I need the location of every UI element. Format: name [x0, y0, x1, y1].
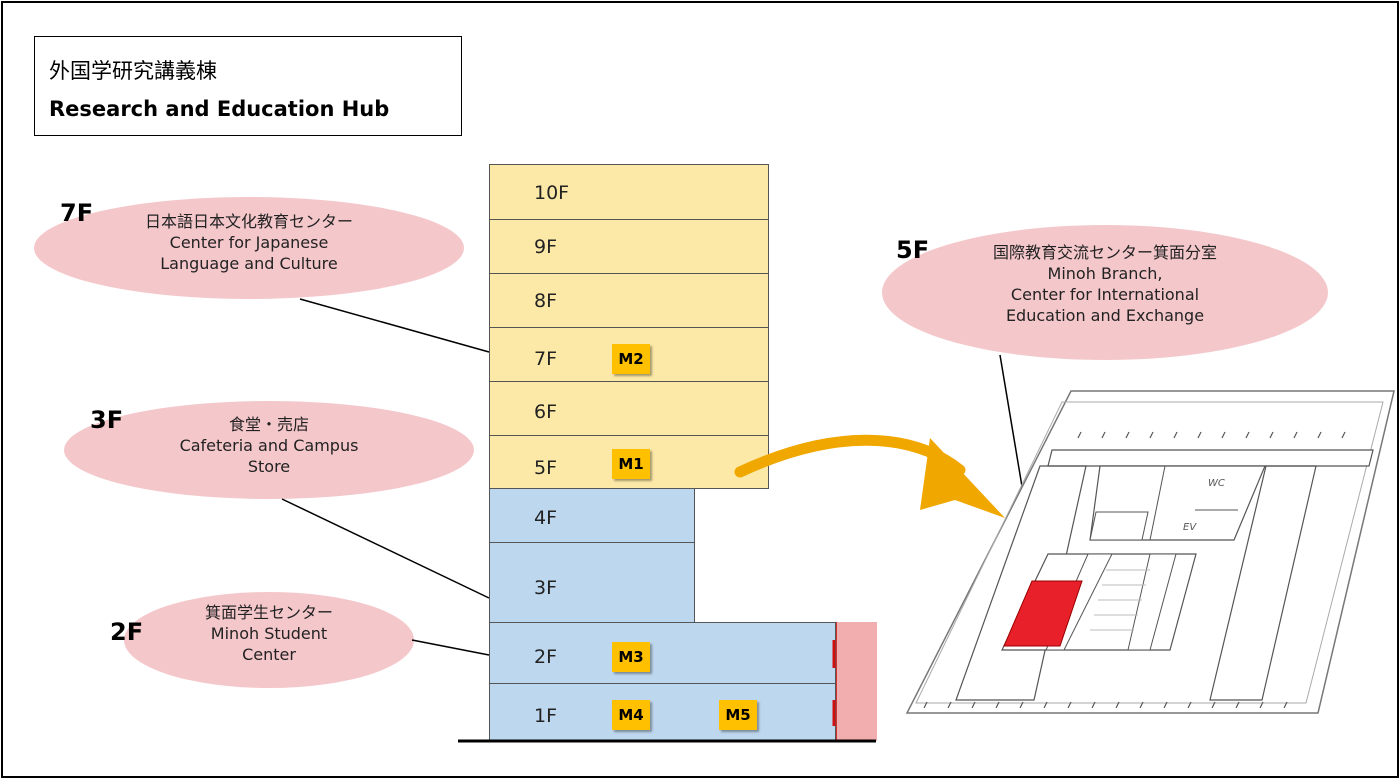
floor-label-3f: 3F — [534, 577, 558, 599]
floor-tag-3f: 3F — [90, 406, 124, 434]
floor-label-7f: 7F — [534, 348, 558, 370]
floorplan-right-wing — [1209, 465, 1317, 701]
ev-label: EV — [1183, 522, 1197, 533]
floorplan-inner-outline — [915, 401, 1384, 704]
callout-7f-jp: 日本語日本文化教育センター — [144, 212, 353, 231]
floor-tag-5f: 5F — [896, 236, 930, 264]
floor-label-5f: 5F — [534, 457, 558, 479]
marker-m5[interactable]: M5 — [719, 700, 757, 730]
marker-m4[interactable]: M4 — [612, 700, 650, 730]
callout-3f-en-1: Cafeteria and Campus — [179, 436, 359, 455]
floor-2f[interactable]: 2F — [489, 622, 836, 684]
floorplan-outline — [905, 390, 1395, 714]
callout-3f[interactable]: 食堂・売店 Cafeteria and Campus Store — [64, 401, 474, 499]
callout-2f-en-1: Minoh Student — [210, 624, 328, 643]
callout-2f-en-2: Center — [242, 645, 296, 664]
title-japanese: 外国学研究講義棟 — [49, 59, 217, 83]
floor-label-4f: 4F — [534, 507, 558, 529]
floor-3f[interactable]: 3F — [489, 542, 695, 623]
floorplan-corridor — [1047, 449, 1374, 467]
floor-label-6f: 6F — [534, 401, 558, 423]
floor-tag-7f: 7F — [60, 199, 94, 227]
leader-7f — [299, 298, 490, 353]
floor-6f[interactable]: 6F — [489, 381, 769, 436]
callout-5f-en-3: Education and Exchange — [1005, 306, 1205, 325]
floor-tag-2f: 2F — [110, 618, 144, 646]
arrow-head — [920, 438, 1005, 518]
callout-5f-en-2: Center for International — [1010, 285, 1200, 304]
callout-7f[interactable]: 日本語日本文化教育センター Center for Japanese Langua… — [34, 197, 464, 299]
floor-label-10f: 10F — [534, 182, 570, 204]
floor-label-8f: 8F — [534, 290, 558, 312]
leader-2f — [411, 639, 490, 656]
callout-7f-en-2: Language and Culture — [160, 254, 338, 273]
floorplan-5f: WC EV — [905, 390, 1395, 714]
leader-3f — [281, 498, 490, 599]
floorplan-windows — [923, 431, 1346, 709]
floorplan-highlight-room — [1003, 580, 1083, 647]
callout-2f[interactable]: 箕面学生センター Minoh Student Center — [124, 592, 414, 688]
callout-3f-jp: 食堂・売店 — [228, 415, 309, 434]
callout-5f-en-1: Minoh Branch, — [1047, 264, 1163, 283]
marker-m2[interactable]: M2 — [612, 344, 650, 374]
callout-5f[interactable]: 国際教育交流センター箕面分室 Minoh Branch, Center for … — [882, 225, 1328, 360]
callout-3f-en-2: Store — [247, 457, 291, 476]
floor-10f[interactable]: 10F — [489, 164, 769, 220]
callout-2f-jp: 箕面学生センター — [204, 603, 333, 622]
wc-label: WC — [1208, 478, 1225, 489]
title-english: Research and Education Hub — [49, 97, 390, 121]
floor-label-1f: 1F — [534, 705, 558, 727]
title-box: 外国学研究講義棟 Research and Education Hub — [34, 36, 462, 136]
callout-7f-en-1: Center for Japanese — [169, 233, 329, 252]
marker-m1[interactable]: M1 — [612, 449, 650, 479]
floor-4f[interactable]: 4F — [489, 488, 695, 543]
floorplan-left-wing — [955, 465, 1087, 701]
callout-5f-jp: 国際教育交流センター箕面分室 — [992, 243, 1217, 262]
floor-label-9f: 9F — [534, 236, 558, 258]
floor-label-2f: 2F — [534, 646, 558, 668]
annex-block — [836, 622, 877, 741]
marker-m3[interactable]: M3 — [612, 642, 650, 672]
